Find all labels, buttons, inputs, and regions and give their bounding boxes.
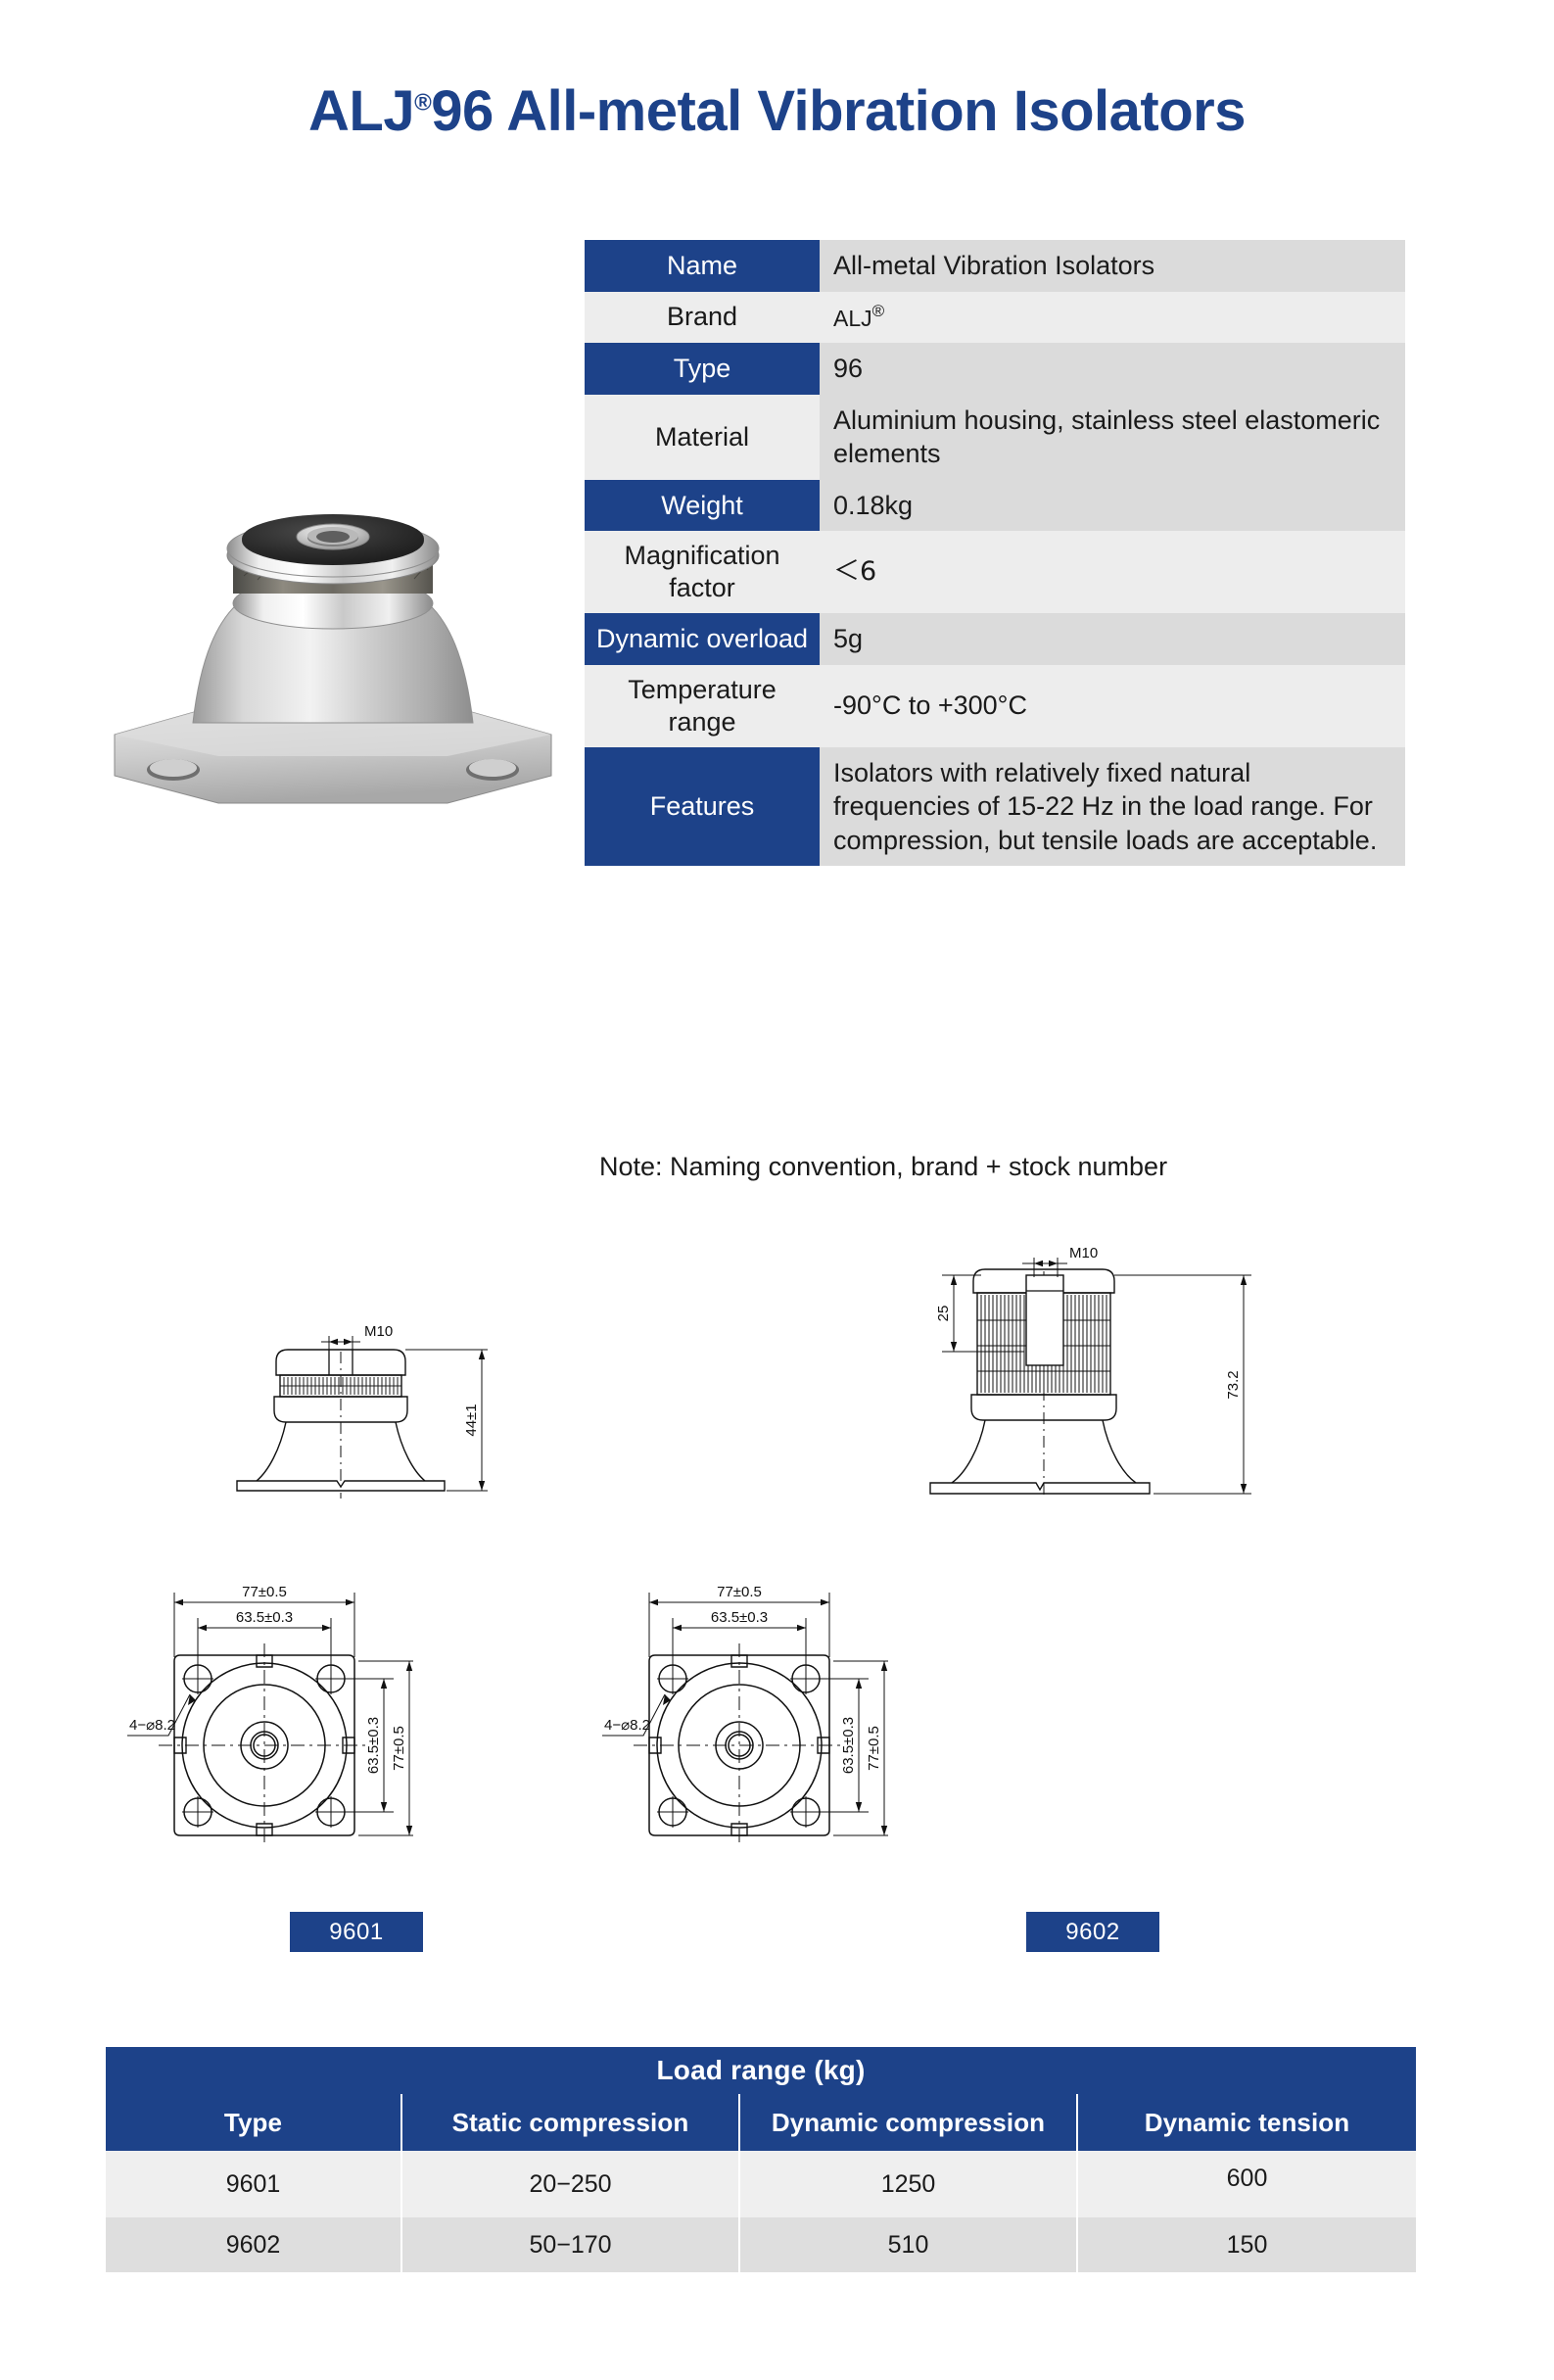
spec-label-material: Material	[585, 394, 820, 480]
drawing-9602-mesh-height-label: 25	[935, 1306, 952, 1322]
load-9602-dynamic-compression: 510	[738, 2217, 1077, 2272]
drawing-9602-width-bolt-label: 63.5±0.3	[711, 1609, 768, 1626]
load-table-header-row: Type Static compression Dynamic compress…	[106, 2094, 1417, 2151]
drawing-9601-width-outer-label: 77±0.5	[242, 1584, 287, 1600]
spec-value-features: Isolators with relatively fixed natural …	[820, 746, 1405, 867]
spec-label-name: Name	[585, 240, 820, 292]
spec-row-name: Name All-metal Vibration Isolators	[585, 240, 1405, 292]
page-title-brand: ALJ	[308, 79, 415, 143]
load-table-row-9602: 9602 50−170 510 150	[106, 2217, 1417, 2272]
spec-value-weight: 0.18kg	[820, 479, 1405, 532]
load-col-dynamic-tension: Dynamic tension	[1075, 2094, 1417, 2151]
product-photo	[103, 411, 563, 823]
page-title: ALJ®96 All-metal Vibration Isolators	[0, 78, 1554, 144]
load-9601-type: 9601	[106, 2151, 401, 2217]
drawing-9602-height-outer-label: 77±0.5	[866, 1726, 882, 1771]
drawing-9601-height-outer-label: 77±0.5	[391, 1726, 407, 1771]
product-photo-illustration	[114, 514, 552, 804]
load-col-dynamic-compression: Dynamic compression	[738, 2094, 1077, 2151]
spec-value-temperature-range: -90°C to +300°C	[820, 664, 1405, 747]
badge-9602: 9602	[1026, 1912, 1159, 1952]
load-table-row-9601: 9601 20−250 1250 600	[106, 2151, 1417, 2217]
drawing-9601-top-view: 77±0.5 63.5±0.3 63.5±0.3	[127, 1557, 558, 1885]
spec-value-magnification-factor: ＜6	[820, 531, 1405, 614]
spec-value-brand-text: ALJ	[833, 305, 872, 331]
load-9601-dynamic-compression: 1250	[738, 2151, 1077, 2217]
drawing-9601-side-svg: M10 44±1	[236, 1323, 488, 1499]
load-col-type: Type	[106, 2094, 401, 2151]
spec-label-temperature-range: Temperature range	[585, 664, 820, 747]
drawing-9601-height-label: 44±1	[463, 1404, 480, 1436]
spec-label-brand: Brand	[585, 291, 820, 344]
spec-row-type: Type 96	[585, 343, 1405, 395]
spec-value-brand: ALJ®	[820, 291, 1405, 344]
drawing-9601-thread-label: M10	[364, 1323, 393, 1340]
load-9602-static-compression: 50−170	[400, 2217, 739, 2272]
naming-convention-note: Note: Naming convention, brand + stock n…	[599, 1152, 1168, 1181]
drawing-9602-top-view: 77±0.5 63.5±0.3 63.5±0.3 77±0.5	[602, 1557, 1033, 1885]
spec-row-material: Material Aluminium housing, stainless st…	[585, 394, 1405, 480]
spec-row-brand: Brand ALJ®	[585, 291, 1405, 344]
drawing-9602-height-label: 73.2	[1225, 1370, 1242, 1399]
drawing-9601-holes-label: 4−⌀8.2	[129, 1717, 175, 1734]
drawing-9601-width-bolt-label: 63.5±0.3	[236, 1609, 293, 1626]
load-col-static-compression: Static compression	[400, 2094, 739, 2151]
load-9602-dynamic-tension: 150	[1075, 2217, 1417, 2272]
load-table-title: Load range (kg)	[106, 2047, 1417, 2094]
drawing-9602-side-svg: M10 25 73.2	[929, 1245, 1251, 1495]
drawing-9601-top-svg: 77±0.5 63.5±0.3 63.5±0.3	[127, 1584, 413, 1847]
drawing-9602-holes-label: 4−⌀8.2	[604, 1717, 650, 1734]
spec-row-magnification-factor: Magnification factor ＜6	[585, 531, 1405, 614]
spec-label-type: Type	[585, 343, 820, 395]
spec-label-weight: Weight	[585, 479, 820, 532]
load-9601-static-compression: 20−250	[400, 2151, 739, 2217]
load-9601-dynamic-tension: 600	[1075, 2151, 1417, 2217]
spec-row-features: Features Isolators with relatively fixed…	[585, 746, 1405, 867]
specification-table: Name All-metal Vibration Isolators Brand…	[585, 240, 1405, 867]
drawing-9602-width-outer-label: 77±0.5	[717, 1584, 762, 1600]
registered-trademark-icon: ®	[414, 89, 432, 117]
spec-value-dynamic-overload: 5g	[820, 613, 1405, 665]
spec-value-name: All-metal Vibration Isolators	[820, 240, 1405, 292]
drawing-9602-height-bolt-label: 63.5±0.3	[840, 1717, 857, 1774]
spec-row-weight: Weight 0.18kg	[585, 479, 1405, 532]
drawing-9601-height-bolt-label: 63.5±0.3	[365, 1717, 382, 1774]
drawing-9602-top-svg: 77±0.5 63.5±0.3 63.5±0.3 77±0.5	[602, 1584, 888, 1847]
drawing-9601-side-view: M10 44±1	[235, 1303, 588, 1513]
spec-label-features: Features	[585, 746, 820, 867]
load-9602-type: 9602	[106, 2217, 401, 2272]
load-table-title-row: Load range (kg)	[106, 2047, 1417, 2094]
badge-9601: 9601	[290, 1912, 423, 1952]
spec-row-dynamic-overload: Dynamic overload 5g	[585, 613, 1405, 665]
load-range-table: Load range (kg) Type Static compression …	[106, 2047, 1417, 2272]
spec-label-dynamic-overload: Dynamic overload	[585, 613, 820, 665]
drawing-9602-side-view: M10 25 73.2	[920, 1236, 1293, 1515]
page-title-rest: 96 All-metal Vibration Isolators	[431, 79, 1246, 143]
spec-row-temperature-range: Temperature range -90°C to +300°C	[585, 664, 1405, 747]
spec-value-brand-registered-icon: ®	[871, 301, 885, 320]
spec-label-magnification-factor: Magnification factor	[585, 531, 820, 614]
spec-value-type: 96	[820, 343, 1405, 395]
spec-value-material: Aluminium housing, stainless steel elast…	[820, 394, 1405, 480]
drawing-9602-thread-label: M10	[1069, 1245, 1098, 1261]
